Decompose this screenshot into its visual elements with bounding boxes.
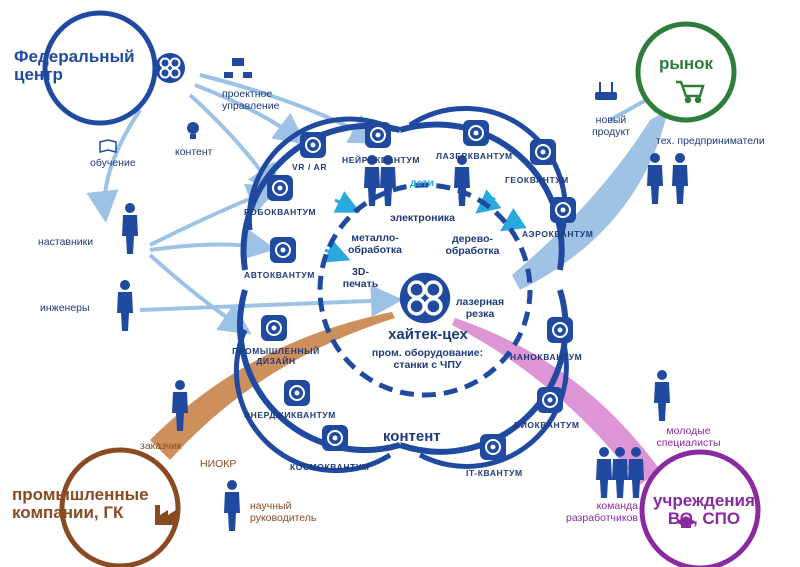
- woodworking-label: дерево- обработка: [445, 233, 500, 257]
- graduation-cap-icon: [676, 516, 696, 528]
- metalworking-label: металло- обработка: [347, 232, 403, 256]
- org-chart-icon: [224, 58, 252, 78]
- laser-cutting-label: лазерная резка: [455, 296, 505, 320]
- hightech-ring: [317, 182, 533, 398]
- aero-label: АЭРОКВАНТУМ: [522, 229, 594, 239]
- companies-label: промышленные компании, ГК: [12, 485, 149, 522]
- supervisor-label: научный руководитель: [250, 500, 317, 524]
- geo-label: ГЕОКВАНТУМ: [505, 175, 569, 185]
- content-label: контент: [175, 146, 213, 158]
- it-label: IT-КВАНТУМ: [466, 468, 523, 478]
- input-arrows: [86, 73, 676, 335]
- companies-circle: [59, 447, 181, 567]
- kids-label: дети: [410, 177, 434, 189]
- printing3d-label: 3D- печать: [342, 266, 379, 290]
- lightbulb-icon: [187, 122, 199, 139]
- laser-label: ЛАЗЕРКВАНТУМ: [436, 151, 513, 161]
- cart-icon: [676, 80, 705, 104]
- new-product-label: новый продукт: [591, 114, 631, 138]
- hightech-sub-label: пром. оборудование: станки с ЧПУ: [371, 347, 484, 371]
- hightech-label: хайтек-цех: [388, 326, 468, 343]
- flow-from-companies: [150, 312, 395, 460]
- market-circle: [635, 21, 737, 123]
- book-icon: [99, 139, 117, 153]
- universities-circle: [639, 449, 761, 567]
- cosmo-label: КОСМОКВАНТУМ: [290, 462, 370, 472]
- industrial-design-label: ПРОМЫШЛЕННЫЙ ДИЗАЙН: [232, 346, 320, 366]
- vr-label: VR / AR: [292, 162, 328, 172]
- training-label: обучение: [90, 157, 136, 169]
- nano-label: НАНОКВАНТУМ: [510, 352, 583, 362]
- federal-label: Федеральный центр: [14, 47, 135, 84]
- energy-label: ЭНЕРДЖИКВАНТУМ: [244, 410, 336, 420]
- customer-label: заказчик: [140, 440, 182, 452]
- project-mgmt-label: проектное управление: [222, 88, 280, 112]
- flow-to-market: [512, 110, 668, 290]
- router-icon: [595, 82, 617, 100]
- kvantorium-logo-icon: [398, 271, 452, 325]
- robo-label: РОБОКВАНТУМ: [244, 207, 317, 217]
- mentors-label: наставники: [38, 236, 94, 248]
- auto-label: АВТОКВАНТУМ: [244, 270, 315, 280]
- dev-team-label: команда разработчиков: [566, 500, 638, 524]
- rnd-label: НИОКР: [200, 458, 237, 470]
- market-label: рынок: [658, 54, 714, 73]
- electronics-label: электроника: [390, 212, 456, 224]
- kvantorium-logo-icon: [154, 52, 186, 84]
- factory-icon: [155, 505, 176, 525]
- content-center-label: контент: [383, 428, 441, 445]
- tech-entrepreneurs-label: тех. предприниматели: [656, 135, 765, 147]
- young-specialists-label: молодые специалисты: [656, 425, 721, 449]
- universities-label: учреждения ВО, СПО: [653, 491, 755, 528]
- bio-label: БИОКВАНТУМ: [514, 420, 580, 430]
- neuro-label: НЕЙРОКВАНТУМ: [342, 155, 421, 165]
- flow-from-universities: [452, 318, 660, 485]
- engineers-label: инженеры: [40, 302, 90, 314]
